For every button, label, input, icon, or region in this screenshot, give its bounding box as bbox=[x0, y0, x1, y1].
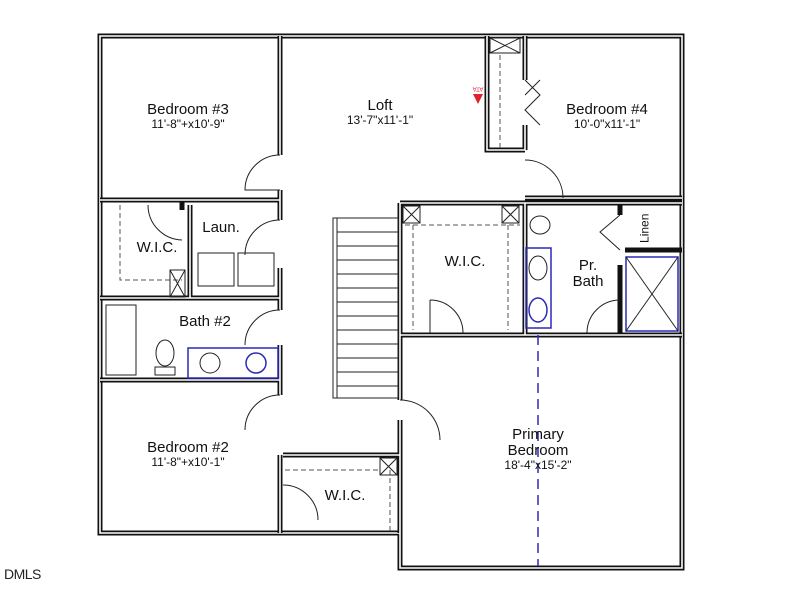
room-bath-2: Bath #2 bbox=[179, 313, 231, 330]
room-linen: Linen bbox=[637, 213, 652, 243]
staircase[interactable] bbox=[332, 217, 399, 399]
attic-access-marker bbox=[473, 94, 483, 104]
room-name: Bedroom #4 bbox=[566, 101, 648, 118]
room-name: Bedroom #2 bbox=[147, 439, 229, 456]
room-dimensions: 11'-8"+x10'-1" bbox=[151, 454, 225, 469]
room-primary-bath: Pr. Bath bbox=[572, 257, 604, 290]
attic-access-label: ATA bbox=[473, 85, 484, 91]
room-wic-primary: W.I.C. bbox=[444, 253, 486, 270]
exterior-walls bbox=[97, 33, 685, 571]
doors bbox=[147, 79, 621, 521]
watermark: DMLS bbox=[4, 566, 41, 582]
interior-walls bbox=[100, 36, 682, 533]
room-name: Loft bbox=[367, 97, 393, 114]
room-dimensions: 18'-4"x15'-2" bbox=[504, 457, 572, 472]
room-primary-bedroom: Primary Bedroom 18'-4"x15'-2" bbox=[498, 427, 578, 471]
room-wic-2: W.I.C. bbox=[324, 487, 366, 504]
room-name: Bedroom #3 bbox=[147, 101, 229, 118]
room-bedroom-2: Bedroom #2 11'-8"+x10'-1" bbox=[147, 440, 229, 468]
room-wic-1: W.I.C. bbox=[136, 239, 178, 256]
room-bedroom-3: Bedroom #3 11'-8"+x10'-9" bbox=[147, 102, 229, 130]
fixtures bbox=[105, 215, 679, 379]
room-name: Primary Bedroom bbox=[507, 426, 569, 459]
room-dimensions: 11'-8"+x10'-9" bbox=[151, 116, 225, 131]
closet-details bbox=[119, 37, 521, 533]
room-dimensions: 10'-0"x11'-1" bbox=[573, 116, 641, 131]
room-laundry: Laun. bbox=[202, 219, 240, 236]
room-dimensions: 13'-7"x11'-1" bbox=[346, 112, 414, 127]
room-loft: Loft 13'-7"x11'-1" bbox=[347, 98, 413, 126]
room-bedroom-4: Bedroom #4 10'-0"x11'-1" bbox=[566, 102, 648, 130]
